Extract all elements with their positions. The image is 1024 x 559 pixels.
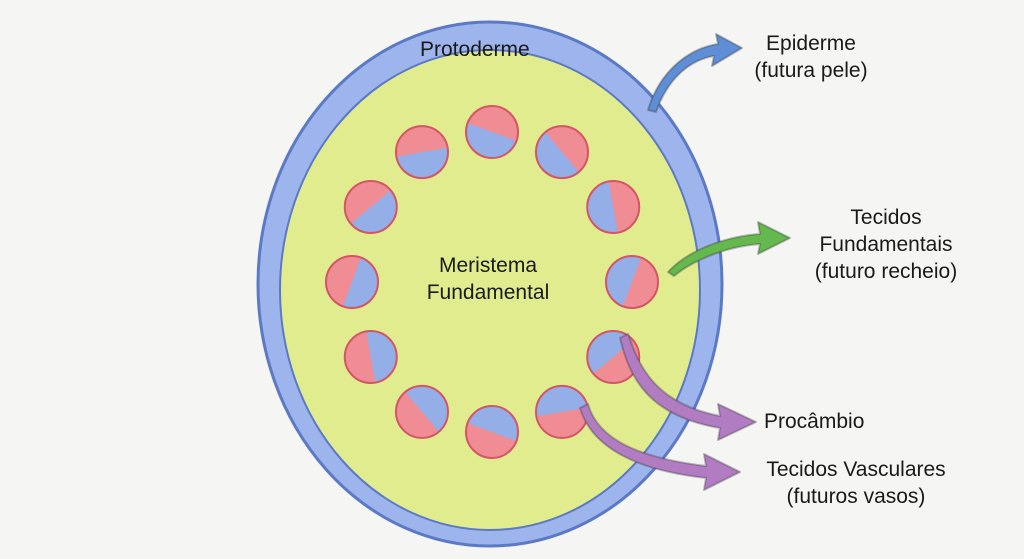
tecidos-fundamentais-label: Tecidos Fundamentais (futuro recheio) xyxy=(814,206,958,283)
bundle-outline xyxy=(325,255,379,309)
ground-tissue-arrow xyxy=(667,221,791,277)
ground-meristem xyxy=(279,49,701,531)
bundle-xylem xyxy=(623,257,658,308)
procambium-bundle xyxy=(605,255,659,309)
bundle-xylem xyxy=(326,256,361,307)
bundle-xylem xyxy=(396,391,439,438)
procambium-bundle xyxy=(465,105,519,159)
bundle-outline xyxy=(465,105,519,159)
procambium-bundle xyxy=(586,180,641,234)
procambium-bundle xyxy=(343,180,398,234)
vascular-tissue-arrow xyxy=(579,403,741,491)
bundle-xylem xyxy=(536,407,588,438)
bundle-xylem xyxy=(545,126,588,173)
bundle-outline xyxy=(535,125,589,180)
procambium-bundle xyxy=(465,405,519,459)
bundle-xylem xyxy=(344,180,391,224)
bundle-outline xyxy=(395,125,449,180)
bundle-outline xyxy=(586,330,641,384)
procambium-arrow xyxy=(619,333,757,441)
procambium-bundle xyxy=(395,384,449,439)
bundle-xylem xyxy=(395,126,448,157)
bundle-outline xyxy=(605,255,659,309)
bundle-outline xyxy=(465,405,519,459)
procambium-bundle xyxy=(395,125,449,180)
procambium-bundle xyxy=(325,255,379,309)
bundle-xylem xyxy=(344,331,376,384)
epidermis-arrow xyxy=(647,33,743,113)
epiderme-label: Epiderme (futura pele) xyxy=(754,32,868,82)
procambium-bundle xyxy=(535,384,589,439)
procambio-label: Procâmbio xyxy=(764,410,865,433)
bundle-outline xyxy=(586,180,641,234)
bundle-xylem xyxy=(608,181,640,233)
bundle-outline xyxy=(395,384,449,439)
meristema-fundamental-label: Meristema Fundamental xyxy=(426,254,550,304)
bundle-outline xyxy=(343,180,398,234)
bundle-xylem xyxy=(467,106,519,141)
bundle-xylem xyxy=(466,423,517,459)
bundle-outline xyxy=(343,330,398,384)
protoderme-label: Protoderme xyxy=(420,38,530,61)
procambium-bundle xyxy=(535,125,589,180)
procambium-bundle xyxy=(343,330,398,384)
tecidos-vasculares-label: Tecidos Vasculares (futuros vasos) xyxy=(766,458,946,508)
